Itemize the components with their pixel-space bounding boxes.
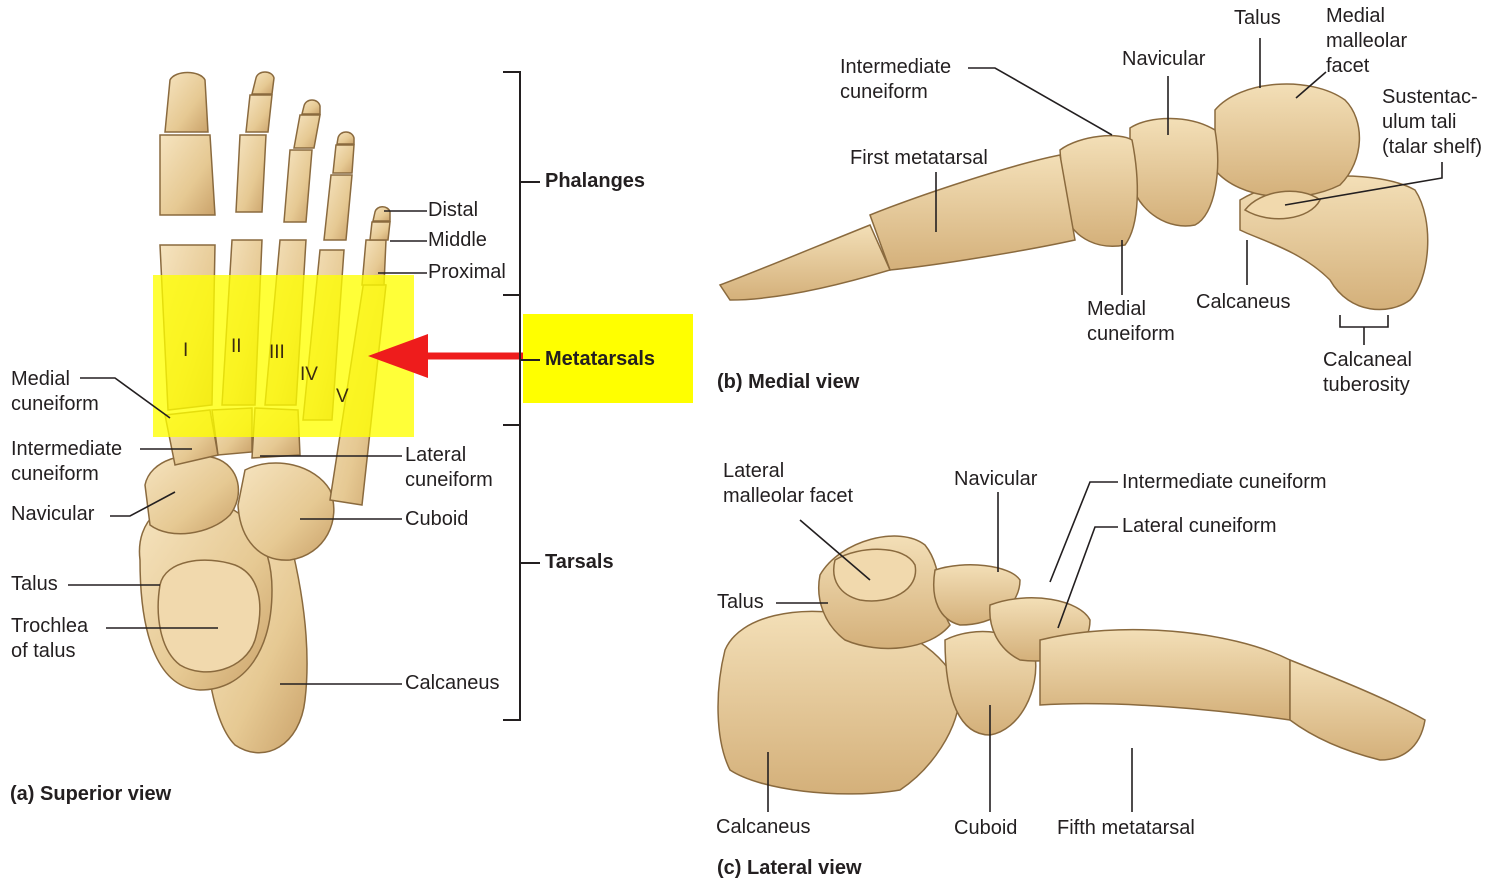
proximal-phalanx-3 (283, 149, 313, 223)
caption-lateral-view: (c) Lateral view (717, 857, 862, 879)
label-lateral-malleolar-facet: Lateral malleolar facet (723, 460, 854, 507)
medial-cuneiform-bone-b (1059, 134, 1139, 247)
lateral-malleolar-facet-c (833, 548, 917, 602)
distal-phalanx-4 (336, 131, 355, 145)
proximal-phalanx-1 (159, 134, 216, 216)
sustentaculum-bone-b (1243, 190, 1321, 220)
label-proximal: Proximal (428, 261, 506, 283)
label-middle: Middle (428, 229, 487, 251)
roman-i: I (183, 340, 189, 361)
leader-lines-a (68, 210, 427, 685)
label-first-metatarsal: First metatarsal (850, 147, 988, 169)
label-intermediate-cuneiform-a: Intermediate cuneiform (11, 438, 123, 485)
leader-lines-b (935, 38, 1443, 345)
label-talus-a: Talus (11, 573, 58, 595)
label-navicular-c: Navicular (954, 468, 1038, 490)
label-trochlea-a: Trochlea of talus (11, 615, 89, 662)
label-fifth-metatarsal: Fifth metatarsal (1057, 817, 1195, 839)
label-lateral-cuneiform-a: Lateral cuneiform (405, 444, 493, 491)
navicular-bone-b (1129, 117, 1219, 227)
caption-medial-view: (b) Medial view (717, 371, 860, 393)
navicular-bone-a (144, 454, 240, 535)
middle-phalanx-5 (369, 221, 391, 241)
label-navicular-b: Navicular (1122, 48, 1206, 70)
first-metatarsal-bone-b (869, 154, 1076, 271)
phalanges-bone-c (1289, 658, 1426, 761)
distal-phalanx-2 (251, 71, 275, 95)
middle-phalanx-4 (332, 144, 355, 174)
label-intermediate-cuneiform-b: Intermediate cuneiform (840, 56, 952, 103)
red-arrow-head (368, 334, 428, 378)
label-calcaneal-tuberosity: Calcaneal tuberosity (1323, 349, 1412, 396)
metatarsals-bone-c (1039, 628, 1291, 721)
medial-view-foot (718, 83, 1429, 311)
label-navicular-a: Navicular (11, 503, 95, 525)
group-brackets (503, 71, 540, 721)
label-cuboid-c: Cuboid (954, 817, 1018, 839)
talus-bone-b (1214, 83, 1361, 198)
middle-phalanx-2 (245, 94, 273, 133)
label-tarsals: Tarsals (545, 551, 614, 573)
label-metatarsals: Metatarsals (545, 348, 656, 370)
label-calcaneus-c: Calcaneus (716, 816, 811, 838)
label-distal: Distal (428, 199, 479, 221)
label-cuboid-a: Cuboid (405, 508, 469, 530)
label-medial-malleolar-facet: Medial malleolar facet (1326, 5, 1408, 77)
roman-iii: III (269, 342, 285, 363)
label-medial-cuneiform-b: Medial cuneiform (1087, 298, 1175, 345)
label-phalanges: Phalanges (545, 170, 646, 192)
metatarsal-label-highlight (523, 314, 693, 403)
distal-phalanx-1 (164, 71, 209, 133)
label-calcaneus-a: Calcaneus (405, 672, 500, 694)
proximal-phalanx-2 (235, 134, 267, 213)
distal-phalanx-5 (372, 206, 391, 222)
caption-superior-view: (a) Superior view (10, 783, 172, 805)
phalanges-bone-b (718, 224, 892, 301)
trochlea-bone-a (157, 559, 261, 673)
roman-ii: II (231, 336, 242, 357)
distal-phalanx-3 (301, 99, 321, 115)
middle-phalanx-3 (293, 114, 321, 149)
label-lateral-cuneiform-c: Lateral cuneiform (1122, 515, 1277, 537)
label-intermediate-cuneiform-c: Intermediate cuneiform (1122, 471, 1327, 493)
label-talus-c: Talus (717, 591, 764, 613)
roman-iv: IV (300, 364, 318, 385)
label-medial-cuneiform-a: Medial cuneiform (11, 368, 99, 415)
label-talus-b: Talus (1234, 7, 1281, 29)
label-sustentaculum-tali: Sustentac- ulum tali (talar shelf) (1382, 86, 1483, 158)
label-calcaneus-b: Calcaneus (1196, 291, 1291, 313)
proximal-phalanx-4 (323, 174, 353, 241)
roman-v: V (336, 386, 349, 407)
leader-lines-c (767, 481, 1133, 812)
lateral-view-foot (717, 535, 1426, 795)
cuboid-bone-a (237, 462, 335, 561)
